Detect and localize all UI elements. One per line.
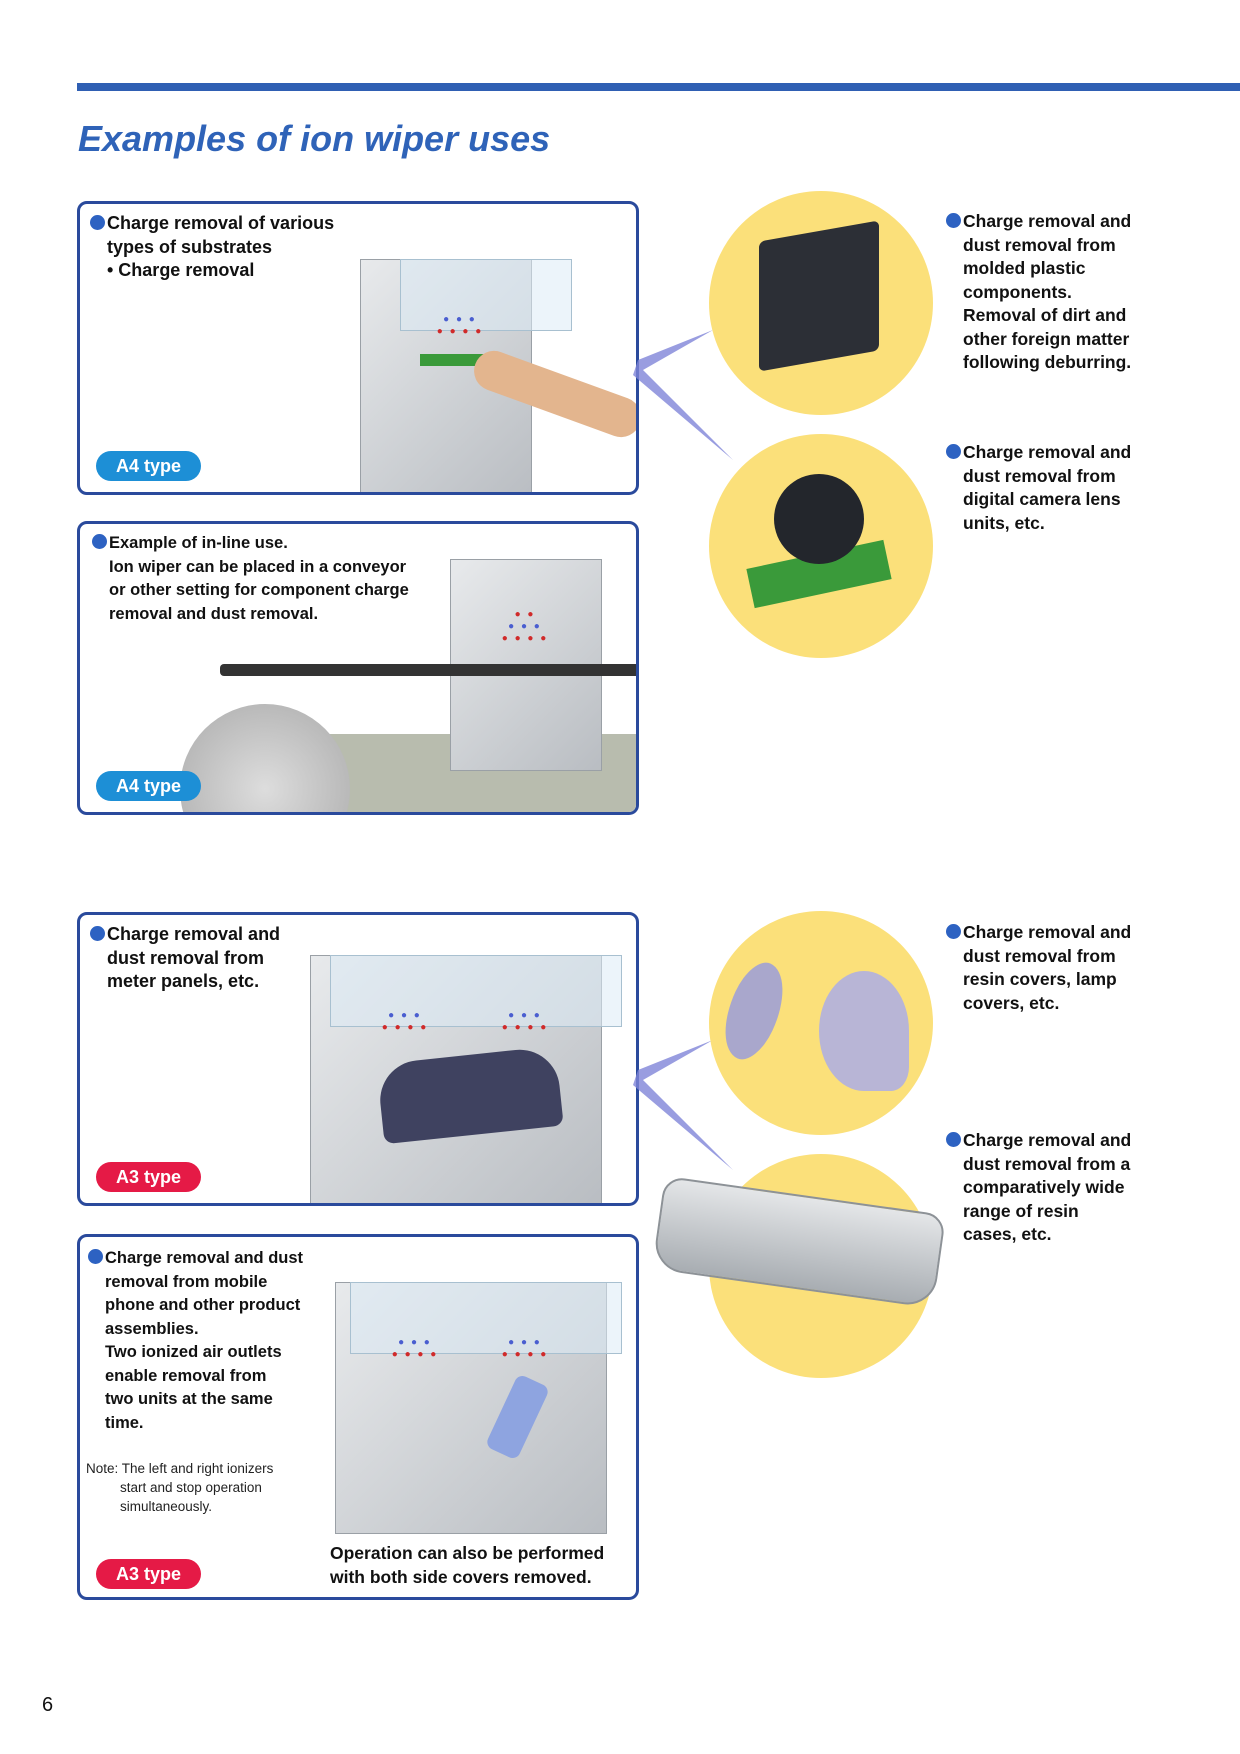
panel-text: time.	[105, 1413, 144, 1432]
ion-wiper-hood	[350, 1282, 622, 1354]
page-title: Examples of ion wiper uses	[78, 118, 551, 159]
note-label: Note:	[86, 1461, 119, 1476]
type-badge: A4 type	[96, 451, 201, 481]
type-badge: A3 type	[96, 1559, 201, 1589]
bullet-icon	[92, 534, 107, 549]
panel-text: assemblies.	[105, 1319, 199, 1338]
example-text: Charge removal and dust removal from dig…	[946, 441, 1226, 535]
example-line: Charge removal and	[963, 922, 1132, 942]
example-line: dust removal from	[963, 234, 1116, 255]
ion-particles: ● ● ●● ● ● ●	[381, 1010, 429, 1033]
panel-mobile: ● ● ●● ● ● ● ● ● ●● ● ● ● Charge removal…	[77, 1234, 639, 1600]
bullet-icon	[946, 444, 961, 459]
panel-text: phone and other product	[105, 1296, 301, 1314]
example-line: other foreign matter	[963, 328, 1130, 349]
example-line: range of resin	[963, 1200, 1079, 1221]
ion-particles: ● ● ●● ● ● ●	[391, 1337, 439, 1360]
bullet-icon	[946, 924, 961, 939]
panel-text: or other setting for component charge	[109, 581, 409, 599]
conveyor-track	[220, 664, 636, 676]
note-text: The left and right ionizers	[121, 1461, 274, 1476]
panel-text: dust removal from	[107, 947, 265, 968]
example-line: dust removal from	[963, 945, 1116, 966]
example-line: dust removal from	[963, 465, 1116, 486]
panel-text: Charge removal of various	[107, 213, 335, 233]
caption-text: Operation can also be performed	[330, 1543, 605, 1563]
note-text: start and stop operation	[120, 1480, 262, 1495]
panel-text: • Charge removal	[107, 260, 255, 280]
bullet-icon	[90, 215, 105, 230]
bullet-icon	[946, 1132, 961, 1147]
page-number: 6	[42, 1694, 54, 1716]
panel-substrates: ● ● ●● ● ● ● Charge removal of various t…	[77, 201, 639, 495]
example-image-plastic-component	[709, 191, 933, 415]
bullet-icon	[90, 926, 105, 941]
type-badge: A4 type	[96, 771, 201, 801]
note-text: simultaneously.	[120, 1499, 213, 1514]
example-line: Charge removal and	[963, 211, 1132, 231]
example-line: digital camera lens	[963, 489, 1121, 509]
example-line: covers, etc.	[963, 992, 1060, 1013]
panel-text: Two ionized air outlets	[105, 1343, 282, 1361]
panel-text: removal and dust removal.	[109, 604, 319, 623]
example-line: Charge removal and	[963, 442, 1132, 462]
ion-particles: ● ● ●● ● ● ●	[501, 1010, 549, 1033]
ion-particles: ● ● ●● ● ● ●	[501, 1337, 549, 1360]
panel-text: meter panels, etc.	[107, 971, 260, 991]
panel-text: Charge removal and dust	[105, 1249, 304, 1267]
caption-text: with both side covers removed.	[330, 1566, 592, 1587]
bullet-icon	[946, 213, 961, 228]
example-line: Charge removal and	[963, 1130, 1132, 1150]
panel-text: Charge removal and	[107, 924, 281, 944]
example-image-camera-lens	[709, 434, 933, 658]
panel-text: removal from mobile	[105, 1272, 268, 1291]
panel-text: types of substrates	[107, 236, 273, 257]
panel-text: Example of in-line use.	[109, 534, 288, 552]
example-text: Charge removal and dust removal from mol…	[946, 210, 1226, 375]
ion-wiper-hood	[400, 259, 572, 331]
example-line: units, etc.	[963, 512, 1045, 533]
example-line: components.	[963, 281, 1072, 302]
example-line: molded plastic	[963, 258, 1086, 278]
header-rule	[77, 83, 1240, 91]
panel-text: enable removal from	[105, 1366, 267, 1385]
example-text: Charge removal and dust removal from res…	[946, 921, 1226, 1015]
conveyor-wheel	[180, 704, 350, 812]
caption: Operation can also be performed with bot…	[330, 1542, 630, 1589]
example-line: resin covers, lamp	[963, 969, 1117, 989]
example-line: dust removal from a	[963, 1153, 1131, 1174]
panel-meter: ● ● ●● ● ● ● ● ● ●● ● ● ● Charge removal…	[77, 912, 639, 1206]
ion-particles: ● ● ●● ● ● ●	[436, 314, 484, 337]
panel-text: two units at the same	[105, 1390, 273, 1408]
example-line: comparatively wide	[963, 1177, 1125, 1197]
example-line: Removal of dirt and	[963, 305, 1127, 325]
panel-inline: ● ●● ● ●● ● ● ● Example of in-line use. …	[77, 521, 639, 815]
example-line: cases, etc.	[963, 1224, 1052, 1244]
bullet-icon	[88, 1249, 103, 1264]
example-image-resin-covers	[709, 911, 933, 1135]
ion-particles: ● ●● ● ●● ● ● ●	[501, 609, 549, 644]
panel-text: Ion wiper can be placed in a conveyor	[109, 557, 407, 576]
note: Note: The left and right ionizers start …	[86, 1459, 326, 1516]
example-line: following deburring.	[963, 352, 1132, 372]
example-text: Charge removal and dust removal from a c…	[946, 1129, 1226, 1247]
ion-wiper-hood	[330, 955, 622, 1027]
type-badge: A3 type	[96, 1162, 201, 1192]
